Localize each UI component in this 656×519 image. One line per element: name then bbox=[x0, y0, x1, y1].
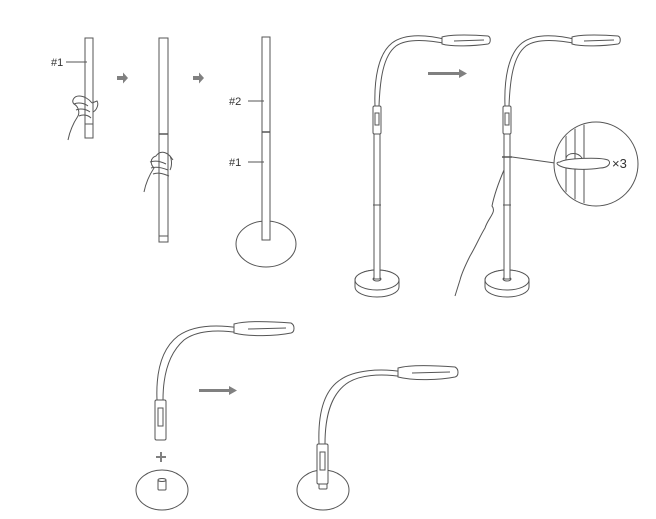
cable-clip bbox=[556, 157, 611, 170]
gooseneck bbox=[318, 369, 405, 445]
switch-housing bbox=[316, 443, 329, 485]
step-3-tubes-on-base bbox=[235, 36, 297, 268]
gooseneck bbox=[504, 35, 579, 107]
tube-lower bbox=[158, 133, 169, 243]
step-6-desk-parts bbox=[135, 321, 295, 511]
clip-quantity-label: ×3 bbox=[612, 156, 627, 171]
switch-housing bbox=[372, 105, 382, 135]
tube-2 bbox=[261, 36, 271, 133]
tube-upper bbox=[158, 37, 169, 135]
pole bbox=[373, 204, 381, 280]
step-4-assembled-lamp bbox=[354, 34, 491, 298]
gooseneck bbox=[156, 325, 241, 401]
arrow-icon bbox=[193, 72, 204, 84]
hand-illustration bbox=[67, 95, 99, 141]
hand-illustration bbox=[143, 151, 174, 193]
pole bbox=[503, 204, 511, 280]
step-5-cable-clips bbox=[454, 34, 639, 298]
step-7-assembled-desk-lamp bbox=[296, 365, 459, 511]
arrow-icon bbox=[199, 386, 237, 395]
switch-housing bbox=[502, 105, 512, 135]
switch-housing bbox=[154, 399, 167, 441]
label-tube-1: #1 bbox=[51, 57, 63, 69]
plus-icon bbox=[156, 452, 166, 462]
arrow-icon bbox=[117, 72, 128, 84]
step-2-join-tubes bbox=[143, 37, 174, 243]
label-tube-2: #2 bbox=[229, 96, 241, 108]
label-tube-1b: #1 bbox=[229, 157, 241, 169]
tube-1-lower bbox=[261, 131, 271, 241]
gooseneck bbox=[374, 35, 449, 107]
arrow-icon bbox=[428, 69, 467, 78]
power-cable bbox=[454, 169, 505, 297]
step-1-hold-tube bbox=[66, 37, 99, 141]
tube-1 bbox=[84, 37, 94, 139]
